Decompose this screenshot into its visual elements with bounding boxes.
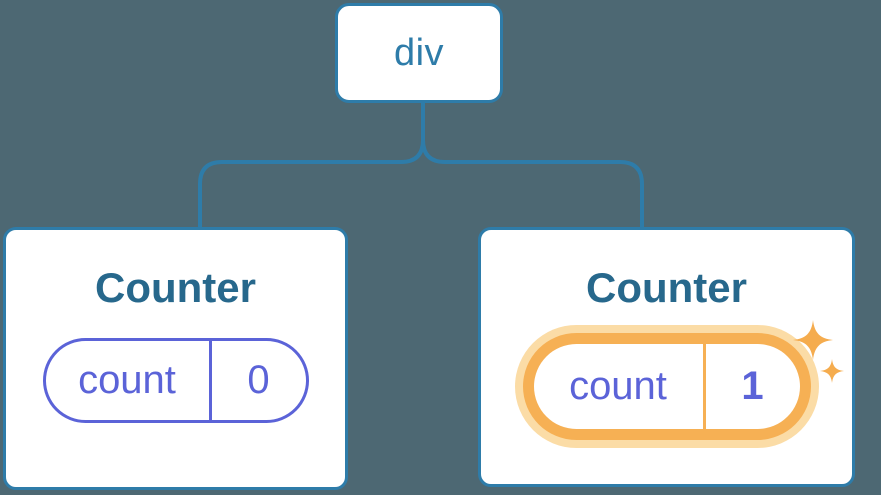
root-node-label: div — [393, 31, 445, 74]
root-node-div: div — [335, 3, 503, 103]
state-pill-highlighted: count 1 — [533, 344, 800, 430]
state-pill: count 0 — [42, 338, 309, 424]
state-value: 0 — [247, 358, 270, 403]
component-title: Counter — [95, 264, 256, 311]
counter-card-left: Counter count 0 — [3, 227, 348, 490]
state-key-label: count — [569, 364, 667, 409]
pill-divider — [702, 344, 706, 430]
pill-divider — [208, 341, 212, 421]
counter-card-right: Counter count 1 — [478, 227, 855, 487]
sparkle-icon — [793, 320, 844, 383]
state-key-label: count — [78, 358, 176, 403]
state-value: 1 — [741, 364, 764, 409]
component-title: Counter — [586, 264, 747, 311]
